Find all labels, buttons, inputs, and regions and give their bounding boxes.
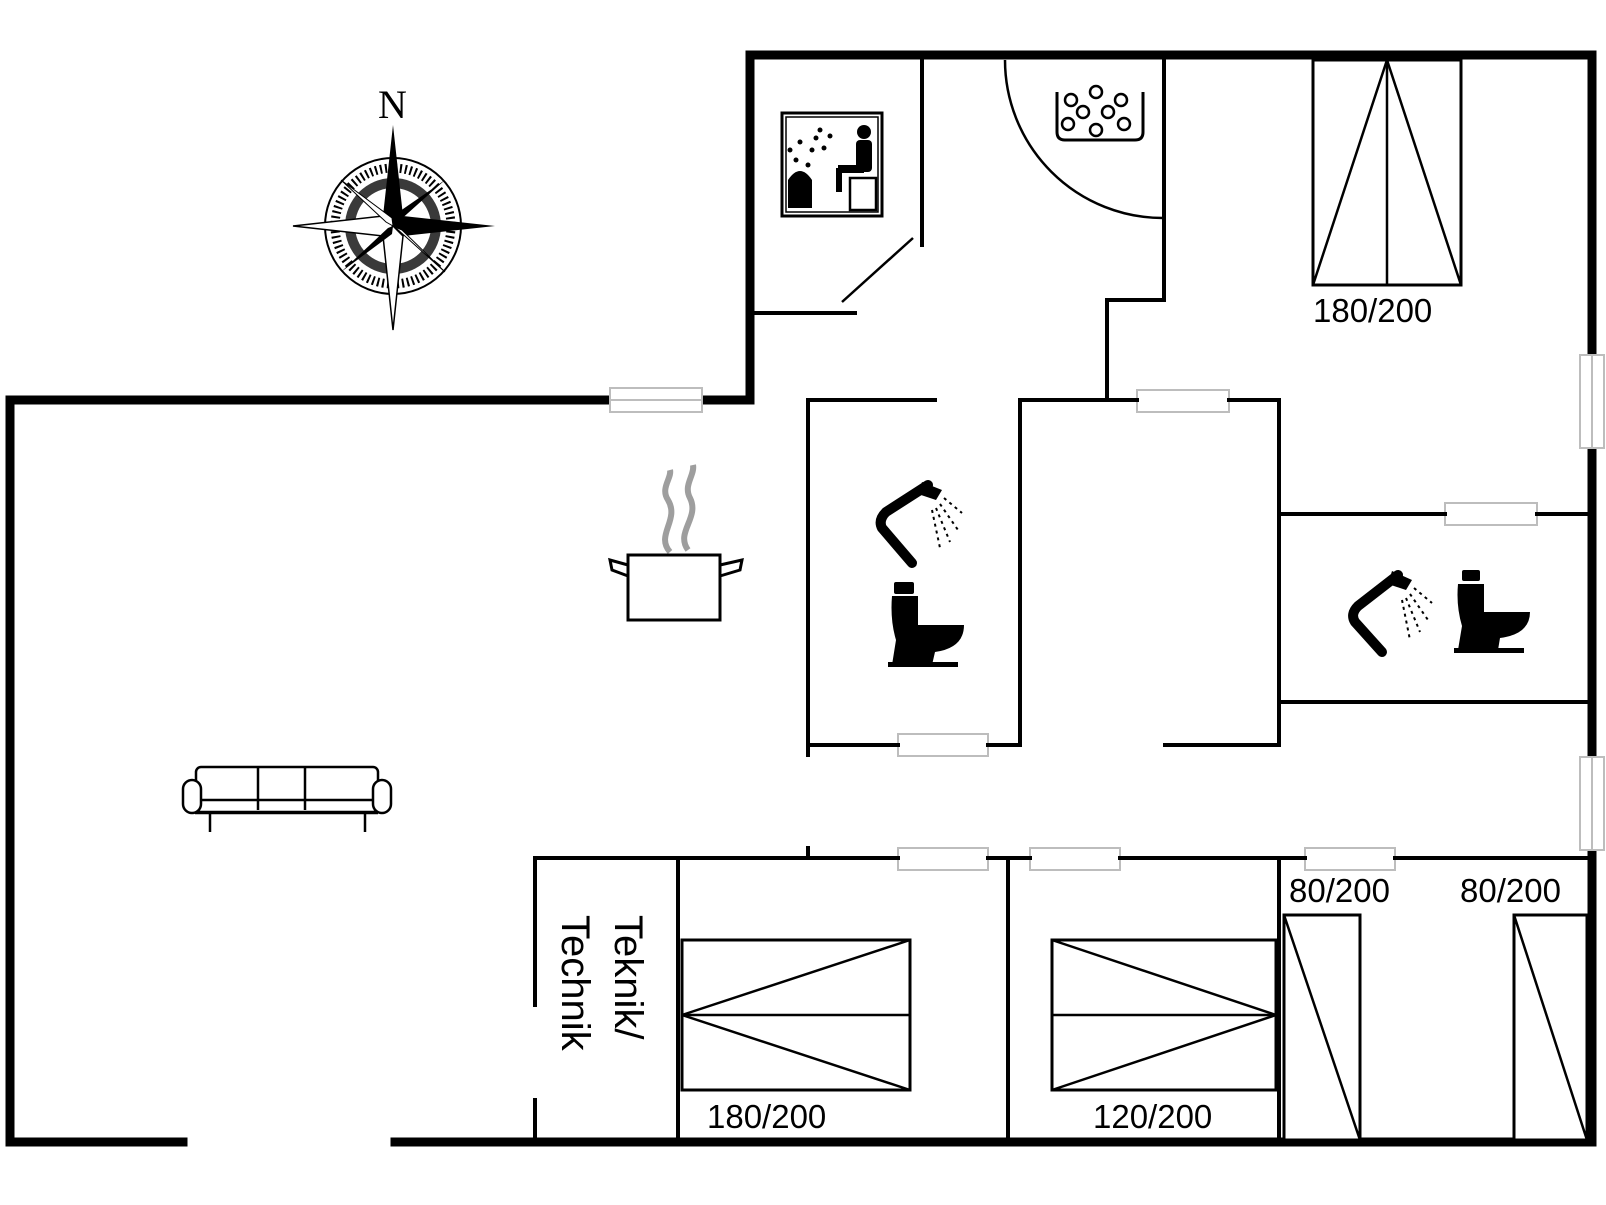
cooking-pot-icon	[608, 464, 744, 622]
bed-size-label: 80/200	[1460, 872, 1561, 909]
shower-icon	[1348, 570, 1433, 657]
toilet-icon	[1454, 570, 1530, 653]
technik-label: Teknik/ Technik	[553, 915, 650, 1052]
bed-size-label: 180/200	[1313, 292, 1432, 329]
compass-rose-icon: N	[292, 82, 495, 331]
bed-top-right	[1311, 58, 1463, 287]
north-label: N	[378, 82, 407, 127]
technik-line2: Technik	[553, 915, 597, 1052]
bed-size-label: 80/200	[1289, 872, 1390, 909]
bed-size-label: 120/200	[1093, 1098, 1212, 1135]
interior-walls	[533, 58, 1594, 1144]
bed-size-label: 180/200	[707, 1098, 826, 1135]
outer-walls	[5, 50, 1597, 1147]
bed-bottom-a	[680, 938, 912, 1092]
sofa-icon	[181, 765, 393, 832]
sauna-icon	[780, 111, 884, 218]
toilet-icon	[888, 582, 964, 667]
windows	[609, 354, 1605, 871]
technik-line1: Teknik/	[606, 915, 650, 1040]
whirlpool-icon	[1055, 84, 1145, 142]
bed-single-a	[1282, 913, 1362, 1142]
bed-single-b	[1512, 913, 1589, 1142]
shower-icon	[875, 480, 963, 568]
bed-bottom-b	[1050, 938, 1278, 1092]
